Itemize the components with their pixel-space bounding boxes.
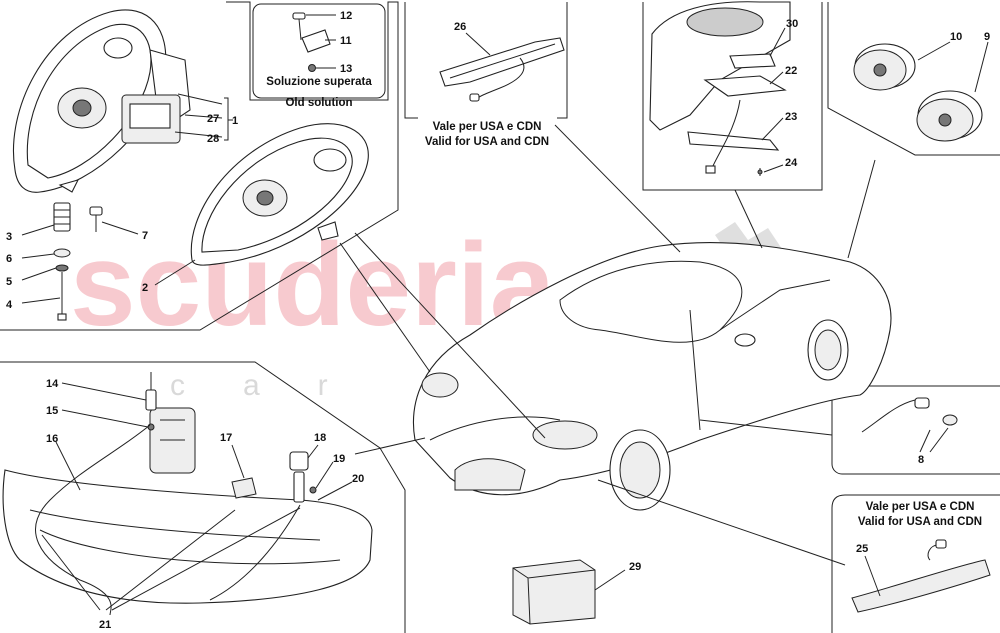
adjuster-3-part xyxy=(53,202,71,232)
callout-1: 1 xyxy=(232,115,238,127)
callout-30: 30 xyxy=(786,18,798,30)
note-usa-cdn-en-1: Valid for USA and CDN xyxy=(425,136,549,148)
callout-16: 16 xyxy=(46,433,58,445)
callout-19: 19 xyxy=(333,453,345,465)
callout-14: 14 xyxy=(46,378,59,390)
panel-old-solution xyxy=(252,3,386,99)
speaker-9-part xyxy=(916,90,983,142)
callout-26: 26 xyxy=(454,21,466,33)
leaders-panel-5 xyxy=(41,382,353,611)
washer-pump-part xyxy=(149,407,196,474)
panel-rear-marker-outline xyxy=(831,494,1000,633)
callout-27: 27 xyxy=(207,113,219,125)
callout-28: 28 xyxy=(207,133,219,145)
speaker-10-part xyxy=(853,43,916,91)
cover-17-part xyxy=(231,477,257,499)
clip-19-part xyxy=(309,486,317,494)
callout-2: 2 xyxy=(142,282,148,294)
sensor-14-part xyxy=(145,372,157,411)
leader-9 xyxy=(974,41,989,93)
note-usa-cdn-it-1: Vale per USA e CDN xyxy=(433,121,542,133)
callout-6: 6 xyxy=(6,253,12,265)
brake-light-26-part xyxy=(439,32,565,102)
panel-usa-light-outline xyxy=(404,2,568,119)
car-body xyxy=(412,242,892,511)
note-usa-cdn-it-2: Vale per USA e CDN xyxy=(866,501,975,513)
bolt-4-part xyxy=(57,272,67,321)
washer-5-part xyxy=(55,264,69,272)
callout-20: 20 xyxy=(352,473,364,485)
panel-side-marker xyxy=(831,385,1000,475)
leaders-panel-1 xyxy=(21,14,336,304)
callout-12: 12 xyxy=(340,10,352,22)
panel-speaker-outline xyxy=(827,2,1000,156)
callout-8: 8 xyxy=(918,454,924,466)
callout-5: 5 xyxy=(6,276,12,288)
panel-headlight-outline xyxy=(0,1,399,331)
note-old-solution-it: Soluzione superata xyxy=(266,76,372,88)
hose-20-part xyxy=(209,504,301,601)
nut-13-part xyxy=(308,64,316,72)
hose-16-part xyxy=(35,424,151,616)
callout-17: 17 xyxy=(220,432,232,444)
panel-roof-light-outline xyxy=(642,2,823,191)
callout-29: 29 xyxy=(629,561,641,573)
callout-18: 18 xyxy=(314,432,326,444)
note-usa-cdn-en-2: Valid for USA and CDN xyxy=(858,516,982,528)
roof-light-assembly xyxy=(649,1,791,176)
callout-9: 9 xyxy=(984,31,990,43)
clip-15-part xyxy=(147,423,155,431)
headlight-assembly-new xyxy=(190,123,369,266)
headlight-assembly-old xyxy=(13,9,191,193)
callout-13: 13 xyxy=(340,63,352,75)
callout-24: 24 xyxy=(785,157,798,169)
callout-4: 4 xyxy=(6,299,13,311)
leader-10 xyxy=(917,41,951,61)
callout-3: 3 xyxy=(6,231,12,243)
washer-6-part xyxy=(53,248,71,258)
side-marker-8-part xyxy=(861,397,958,453)
screw-7-part xyxy=(89,206,103,232)
front-bumper-part xyxy=(2,469,373,604)
note-old-solution-en: Old solution xyxy=(285,97,352,109)
washer-nozzle-18-part xyxy=(289,451,309,503)
leaders-to-car xyxy=(339,124,876,566)
callout-11: 11 xyxy=(340,35,352,47)
callout-21: 21 xyxy=(99,619,111,631)
callout-7: 7 xyxy=(142,230,148,242)
callout-23: 23 xyxy=(785,111,797,123)
bracket-11-part xyxy=(301,29,331,53)
callout-22: 22 xyxy=(785,65,797,77)
rear-reflector-25-part xyxy=(851,539,991,613)
watermark-brand: scuderia xyxy=(70,219,557,351)
screw-12-part xyxy=(292,12,306,41)
kit-box-29-part xyxy=(512,559,626,625)
callout-15: 15 xyxy=(46,405,58,417)
callout-25: 25 xyxy=(856,543,868,555)
callout-10: 10 xyxy=(950,31,962,43)
